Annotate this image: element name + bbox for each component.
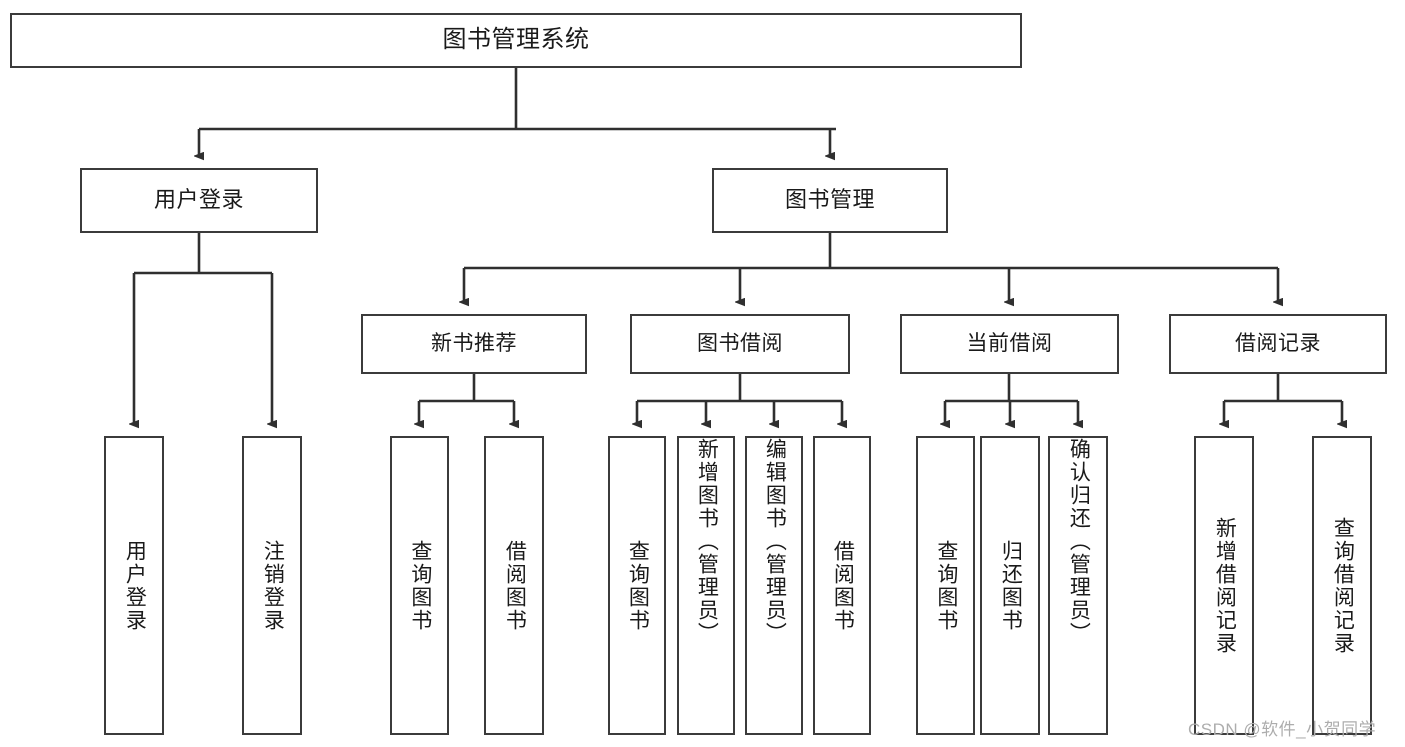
node-leaf-query-book-3[interactable]: 查询图书 [916, 436, 975, 735]
node-leaf-user-logout[interactable]: 注销登录 [242, 436, 302, 735]
node-leaf-user-login-label: 用户登录 [123, 539, 147, 632]
node-current-borrow[interactable]: 当前借阅 [900, 314, 1119, 374]
node-leaf-add-borrow-record-label: 新增借阅记录 [1213, 516, 1237, 655]
node-user-login-label: 用户登录 [153, 187, 244, 213]
node-root[interactable]: 图书管理系统 [10, 13, 1022, 68]
node-leaf-query-book-3-label: 查询图书 [934, 539, 958, 632]
node-leaf-edit-book-admin-label: 编辑图书（管理员） [763, 438, 787, 645]
node-leaf-query-book-2[interactable]: 查询图书 [608, 436, 666, 735]
node-book-borrow-label: 图书借阅 [697, 332, 783, 356]
node-leaf-borrow-book-2-label: 借阅图书 [831, 539, 855, 632]
node-leaf-add-book-admin[interactable]: 新增图书（管理员） [677, 436, 735, 735]
node-leaf-borrow-book-1[interactable]: 借阅图书 [484, 436, 544, 735]
node-leaf-borrow-book-2[interactable]: 借阅图书 [813, 436, 871, 735]
node-leaf-edit-book-admin[interactable]: 编辑图书（管理员） [745, 436, 803, 735]
node-borrow-record[interactable]: 借阅记录 [1169, 314, 1387, 374]
node-new-book-recommend[interactable]: 新书推荐 [361, 314, 587, 374]
node-book-management-label: 图书管理 [784, 187, 875, 213]
node-leaf-query-book-1-label: 查询图书 [408, 539, 432, 632]
node-root-label: 图书管理系统 [442, 26, 590, 54]
node-current-borrow-label: 当前借阅 [966, 332, 1053, 356]
node-leaf-return-book-label: 归还图书 [999, 539, 1023, 632]
node-leaf-add-borrow-record[interactable]: 新增借阅记录 [1194, 436, 1254, 735]
node-leaf-query-book-1[interactable]: 查询图书 [390, 436, 449, 735]
node-leaf-borrow-book-1-label: 借阅图书 [503, 539, 527, 632]
node-leaf-confirm-return-admin[interactable]: 确认归还（管理员） [1048, 436, 1108, 735]
node-leaf-query-borrow-record-label: 查询借阅记录 [1331, 516, 1355, 655]
node-book-borrow[interactable]: 图书借阅 [630, 314, 850, 374]
node-new-book-recommend-label: 新书推荐 [431, 332, 517, 356]
node-book-management[interactable]: 图书管理 [712, 168, 948, 233]
node-leaf-return-book[interactable]: 归还图书 [980, 436, 1040, 735]
node-leaf-query-book-2-label: 查询图书 [626, 539, 650, 632]
node-leaf-user-login[interactable]: 用户登录 [104, 436, 164, 735]
node-leaf-add-book-admin-label: 新增图书（管理员） [695, 438, 719, 645]
node-user-login[interactable]: 用户登录 [80, 168, 318, 233]
node-leaf-query-borrow-record[interactable]: 查询借阅记录 [1312, 436, 1372, 735]
node-borrow-record-label: 借阅记录 [1235, 332, 1321, 356]
csdn-watermark: CSDN @软件_小贺同学 [1188, 720, 1377, 739]
node-leaf-user-logout-label: 注销登录 [261, 539, 285, 632]
node-leaf-confirm-return-admin-label: 确认归还（管理员） [1067, 438, 1091, 645]
